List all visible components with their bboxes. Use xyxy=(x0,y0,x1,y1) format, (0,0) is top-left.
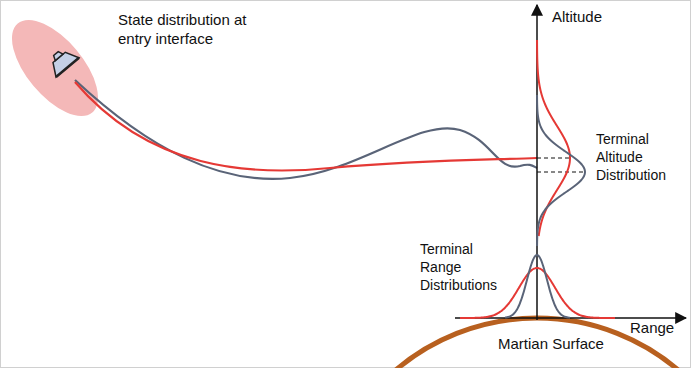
state-label: State distribution at entry interface xyxy=(118,10,268,48)
red-trajectory xyxy=(75,82,537,171)
martian-surface-arc xyxy=(319,318,691,368)
range-distribution xyxy=(460,268,615,318)
dashed-peak-line xyxy=(537,172,585,173)
surface-label: Martian Surface xyxy=(498,335,618,353)
grey-trajectory xyxy=(75,80,537,179)
axis-label: Altitude xyxy=(552,8,622,26)
entry-capsule xyxy=(44,44,79,77)
axis-label: Range xyxy=(630,320,680,335)
distribution-label: Terminal Range Distributions xyxy=(420,240,512,294)
dashed-peak-line xyxy=(537,158,570,159)
range-axis xyxy=(455,317,686,319)
altitude-distribution xyxy=(537,95,585,246)
range-distribution xyxy=(505,255,570,318)
state-ellipse xyxy=(0,6,114,131)
distribution-label: Terminal Altitude Distribution xyxy=(596,130,688,184)
altitude-distribution xyxy=(537,40,570,236)
